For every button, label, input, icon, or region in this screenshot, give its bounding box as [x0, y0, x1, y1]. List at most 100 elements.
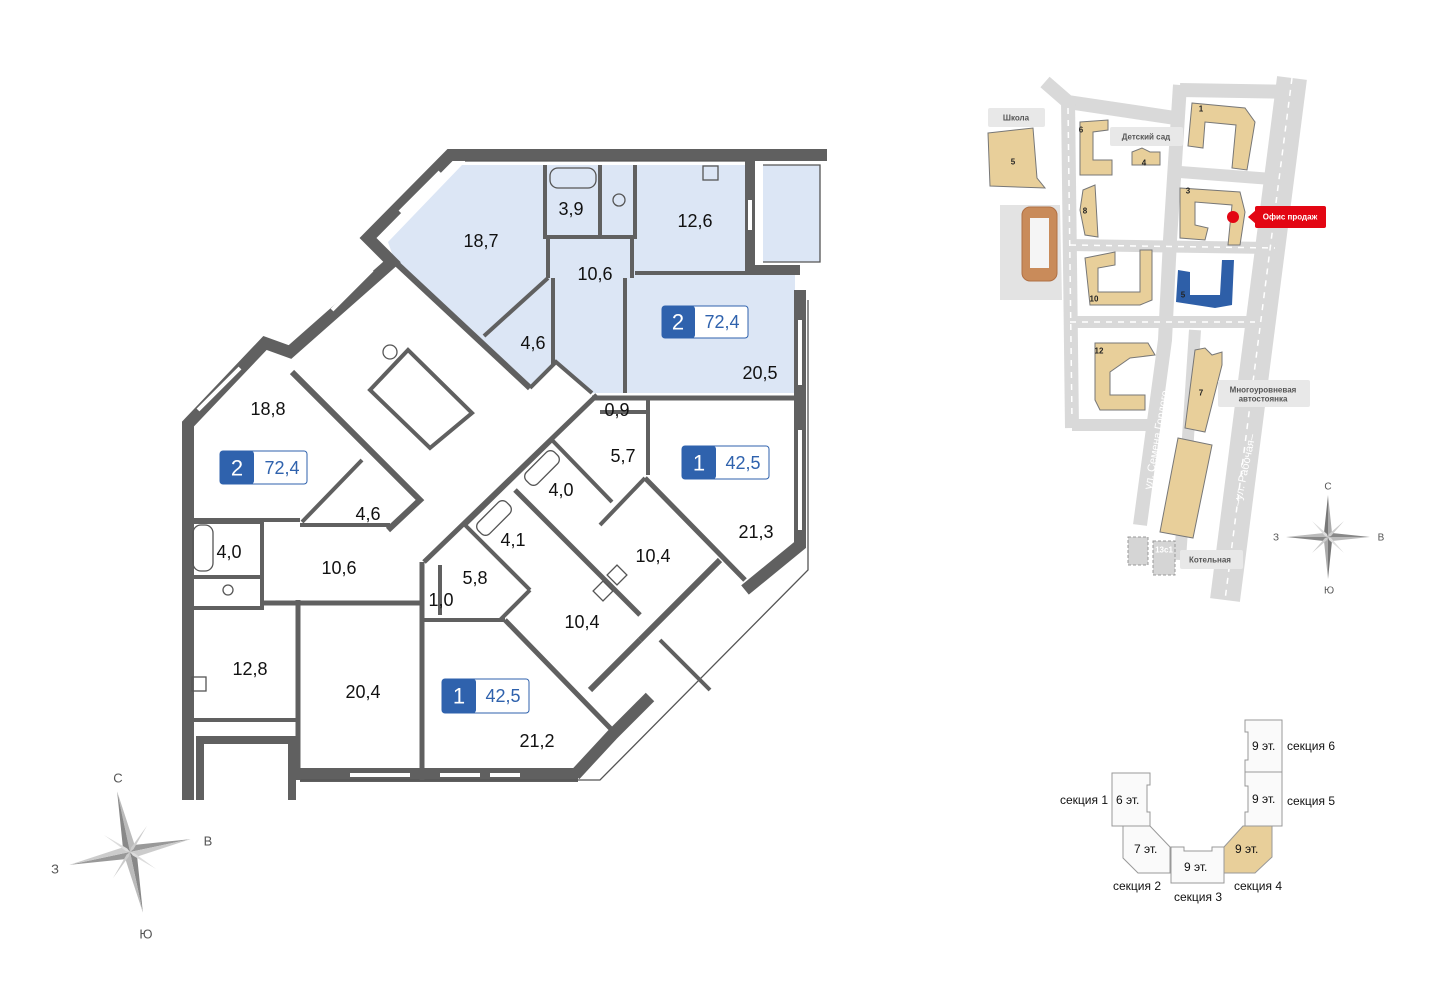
room-area: 4,6 — [520, 333, 545, 353]
compass-south: Ю — [139, 927, 152, 942]
svg-text:8: 8 — [1083, 207, 1088, 216]
room-area: 21,2 — [519, 731, 554, 751]
svg-text:10: 10 — [1090, 295, 1099, 304]
room-area: 0,9 — [604, 400, 629, 420]
svg-text:4: 4 — [1142, 159, 1147, 168]
compass-east: В — [204, 834, 213, 849]
balcony-highlight — [763, 165, 820, 262]
badge-area: 42,5 — [485, 686, 520, 706]
svg-text:6 эт.: 6 эт. — [1116, 793, 1139, 807]
svg-text:Котельная: Котельная — [1189, 556, 1231, 565]
compass-west: З — [51, 862, 59, 877]
wall-balcony — [745, 155, 800, 275]
boiler-label: Котельная — [1180, 550, 1243, 569]
svg-text:секция 2: секция 2 — [1113, 879, 1161, 893]
sales-office-marker-icon[interactable] — [1227, 211, 1239, 223]
section-3[interactable]: 9 эт. секция 3 — [1170, 846, 1225, 904]
svg-text:секция 6: секция 6 — [1287, 739, 1335, 753]
badge-rooms: 1 — [693, 451, 705, 476]
section-4-selected[interactable]: 9 эт. секция 4 — [1223, 825, 1282, 893]
compass-west: З — [1273, 533, 1279, 544]
apartment-badge[interactable]: 1 42,5 — [681, 445, 770, 480]
room-area: 12,8 — [232, 659, 267, 679]
current-building-5[interactable] — [1176, 260, 1234, 308]
badge-area: 72,4 — [264, 458, 299, 478]
room-area: 4,6 — [355, 504, 380, 524]
badge-area: 72,4 — [704, 312, 739, 332]
room-area: 18,8 — [250, 399, 285, 419]
building-3 — [1179, 187, 1246, 246]
compass-rose-icon — [1286, 495, 1370, 579]
large-building — [1159, 437, 1213, 539]
badge-rooms: 2 — [231, 456, 243, 481]
section-5[interactable]: 9 эт. секция 5 — [1244, 771, 1335, 827]
compass-east: В — [1378, 533, 1385, 544]
school-label: Школа — [988, 108, 1045, 127]
exterior-wall — [182, 149, 827, 800]
stove-icon — [702, 165, 719, 181]
room-area: 3,9 — [558, 199, 583, 219]
stove-icon — [592, 580, 614, 602]
svg-text:9 эт.: 9 эт. — [1184, 860, 1207, 874]
compass-south: Ю — [1324, 586, 1334, 597]
compass-rose-icon — [69, 791, 191, 913]
section-6[interactable]: 9 эт. секция 6 — [1244, 719, 1335, 773]
kindergarten-label: Детский сад — [1110, 127, 1183, 146]
svg-text:9 эт.: 9 эт. — [1252, 792, 1275, 806]
room-area: 4,0 — [548, 480, 573, 500]
room-area: 4,0 — [216, 542, 241, 562]
room-labels: 18,7 3,9 12,6 10,6 4,6 20,5 0,9 5,7 21,3… — [216, 199, 777, 751]
compass-north: С — [1324, 482, 1331, 493]
kindergarten-building — [1131, 147, 1161, 166]
svg-text:9 эт.: 9 эт. — [1235, 842, 1258, 856]
apartment-badge[interactable]: 2 72,4 — [219, 450, 308, 485]
building-12 — [1094, 342, 1156, 411]
svg-text:9 эт.: 9 эт. — [1252, 739, 1275, 753]
fixtures — [191, 165, 719, 692]
section-2[interactable]: 7 эт. секция 2 — [1113, 825, 1171, 893]
toilet-icon — [612, 193, 626, 207]
svg-text:1: 1 — [1199, 105, 1204, 114]
svg-text:6: 6 — [1079, 126, 1084, 135]
room-area: 10,6 — [321, 558, 356, 578]
exterior-wall-se — [570, 692, 655, 780]
svg-text:Детский сад: Детский сад — [1122, 133, 1171, 142]
svg-text:Многоуровневая: Многоуровневая — [1230, 386, 1297, 395]
room-area: 10,4 — [635, 546, 670, 566]
badge-area: 42,5 — [725, 453, 760, 473]
sales-office-label[interactable]: Офис продаж — [1248, 206, 1326, 228]
stove-icon — [191, 676, 207, 692]
room-area: 12,6 — [677, 211, 712, 231]
svg-text:Школа: Школа — [1003, 114, 1030, 123]
bathtub-icon — [476, 500, 512, 536]
toilet-icon — [382, 344, 398, 360]
building-10 — [1084, 249, 1153, 306]
building-13c1-label: 13с1 — [1155, 546, 1173, 555]
section-1[interactable]: 6 эт. секция 1 — [1060, 772, 1151, 827]
compass-north: С — [113, 771, 122, 786]
svg-text:7 эт.: 7 эт. — [1134, 842, 1157, 856]
room-area: 18,7 — [463, 231, 498, 251]
svg-text:12: 12 — [1095, 347, 1104, 356]
room-area: 4,1 — [500, 530, 525, 550]
svg-text:5: 5 — [1011, 158, 1016, 167]
svg-text:Офис продаж: Офис продаж — [1263, 213, 1318, 222]
badge-rooms: 1 — [453, 684, 465, 709]
svg-text:5: 5 — [1181, 291, 1186, 300]
windows — [196, 170, 802, 777]
buildings — [987, 102, 1256, 539]
room-area: 1,0 — [428, 590, 453, 610]
stove-icon — [606, 564, 628, 586]
school-building — [987, 127, 1047, 189]
svg-text:секция 4: секция 4 — [1234, 879, 1282, 893]
building-1 — [1187, 102, 1256, 171]
room-area: 5,7 — [610, 446, 635, 466]
svg-text:автостоянка: автостоянка — [1239, 395, 1288, 404]
apartment-badge[interactable]: 2 72,4 — [661, 305, 749, 339]
apartment-badge[interactable]: 1 42,5 — [441, 678, 530, 714]
interior-walls — [190, 165, 800, 800]
toilet-icon — [222, 584, 234, 596]
parking-label: Многоуровневая автостоянка — [1218, 380, 1310, 407]
section-selector: 6 эт. секция 1 7 эт. секция 2 9 эт. секц… — [1060, 719, 1335, 904]
